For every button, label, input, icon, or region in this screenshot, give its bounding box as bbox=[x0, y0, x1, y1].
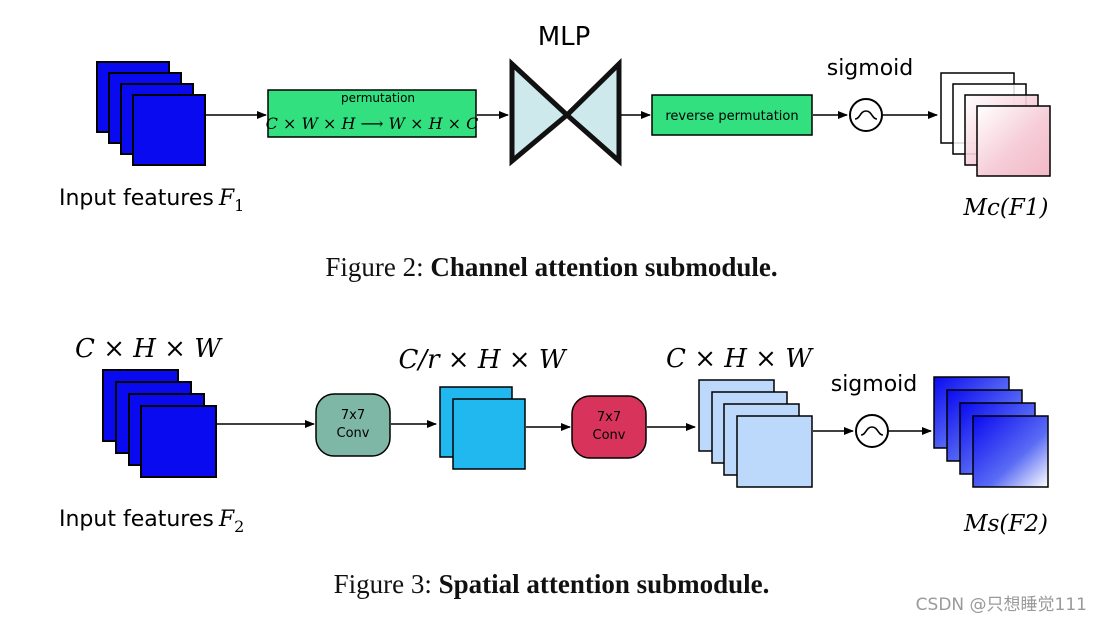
permutation-formula: C × W × H ⟶ W × H × C bbox=[266, 114, 479, 133]
sigmoid-icon bbox=[855, 414, 889, 448]
conv1-block bbox=[315, 393, 391, 457]
mlp-shape bbox=[509, 58, 622, 167]
csdn-watermark: CSDN @只想睡觉111 bbox=[915, 595, 1087, 615]
sigmoid-label-fig3: sigmoid bbox=[831, 372, 918, 397]
restored-dims-label: C × H × W bbox=[666, 344, 814, 374]
sigmoid-label-fig2: sigmoid bbox=[827, 56, 914, 81]
figure2-caption-prefix: Figure 2: bbox=[325, 252, 424, 282]
figure3-caption-title: Spatial attention submodule. bbox=[438, 569, 770, 599]
channel-attention-map-stack bbox=[940, 72, 1051, 177]
permutation-title: permutation bbox=[341, 91, 415, 105]
conv2-block bbox=[571, 395, 647, 459]
conv2-label-line1: 7x7 bbox=[597, 410, 621, 425]
input-feature-stack-f2 bbox=[102, 369, 217, 478]
figure3-caption-prefix: Figure 3: bbox=[333, 569, 432, 599]
figure3-caption: Figure 3: Spatial attention submodule. bbox=[0, 569, 1103, 600]
input-feature-stack-f1 bbox=[96, 61, 206, 166]
spatial-attention-map-stack bbox=[933, 376, 1049, 488]
permutation-block bbox=[267, 89, 477, 138]
sigmoid-icon bbox=[849, 98, 883, 132]
reverse-permutation-label: reverse permutation bbox=[665, 109, 798, 124]
input-dims-label: C × H × W bbox=[75, 334, 223, 364]
ms-f2-label: Ms(F2) bbox=[963, 511, 1048, 537]
mc-f1-label: Mc(F1) bbox=[963, 195, 1049, 221]
conv1-label-line1: 7x7 bbox=[341, 408, 365, 423]
reduced-dims-label: C/r × H × W bbox=[398, 345, 567, 375]
figure2-caption: Figure 2: Channel attention submodule. bbox=[0, 252, 1103, 283]
figure2-caption-title: Channel attention submodule. bbox=[430, 252, 778, 282]
mlp-label: MLP bbox=[538, 22, 591, 52]
conv2-label-line2: Conv bbox=[593, 428, 626, 443]
restored-feature-stack bbox=[698, 379, 813, 488]
reduced-feature-stack bbox=[439, 386, 526, 470]
conv1-label-line2: Conv bbox=[337, 426, 370, 441]
reverse-permutation-block bbox=[651, 94, 813, 136]
